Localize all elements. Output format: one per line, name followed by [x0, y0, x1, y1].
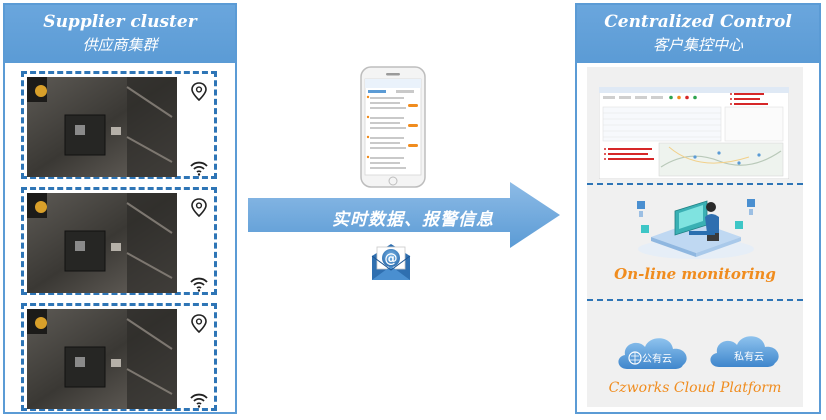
wifi-icon — [190, 277, 208, 292]
section-divider — [587, 183, 803, 185]
private-cloud-icon: 私有云 — [710, 336, 779, 367]
control-center-body: On-line monitoring 公有云 私有云 Czworks Cloud… — [587, 67, 803, 407]
public-cloud-label: 公有云 — [642, 352, 672, 365]
device-photo — [27, 77, 177, 177]
supplier-cluster-title: Supplier cluster — [43, 12, 197, 32]
cloud-platform-label: Czworks Cloud Platform — [608, 380, 782, 396]
section-divider — [587, 299, 803, 301]
supplier-cluster-subtitle: 供应商集群 — [82, 36, 158, 54]
device-photo — [27, 193, 177, 293]
location-pin-icon — [191, 82, 207, 102]
supplier-cluster-panel: Supplier cluster 供应商集群 — [3, 3, 237, 414]
centralized-control-panel: Centralized Control 客户集控中心 — [575, 3, 821, 414]
device-icon-column — [184, 190, 210, 292]
wifi-icon — [190, 393, 208, 408]
device-card — [21, 303, 217, 411]
private-cloud-label: 私有云 — [734, 350, 764, 363]
device-photo — [27, 309, 177, 409]
device-icon-column — [184, 74, 210, 176]
email-icon: @ — [368, 238, 414, 284]
device-card — [21, 187, 217, 295]
centralized-control-header: Centralized Control 客户集控中心 — [577, 5, 819, 63]
smartphone-icon — [360, 66, 426, 188]
supplier-cluster-header: Supplier cluster 供应商集群 — [5, 5, 235, 63]
location-pin-icon — [191, 198, 207, 218]
operator-workstation-illustration — [631, 191, 761, 261]
device-icon-column — [184, 306, 210, 408]
location-pin-icon — [191, 314, 207, 334]
arrow-label: 实时数据、报警信息 — [332, 210, 494, 230]
centralized-control-title: Centralized Control — [604, 12, 792, 32]
public-cloud-icon: 公有云 — [618, 338, 687, 369]
data-flow-arrow — [248, 182, 560, 248]
dashboard-screenshot — [598, 86, 790, 180]
device-card — [21, 71, 217, 179]
wifi-icon — [190, 161, 208, 176]
online-monitoring-label: On-line monitoring — [614, 265, 776, 283]
centralized-control-subtitle: 客户集控中心 — [652, 36, 743, 54]
svg-text:@: @ — [385, 252, 398, 267]
